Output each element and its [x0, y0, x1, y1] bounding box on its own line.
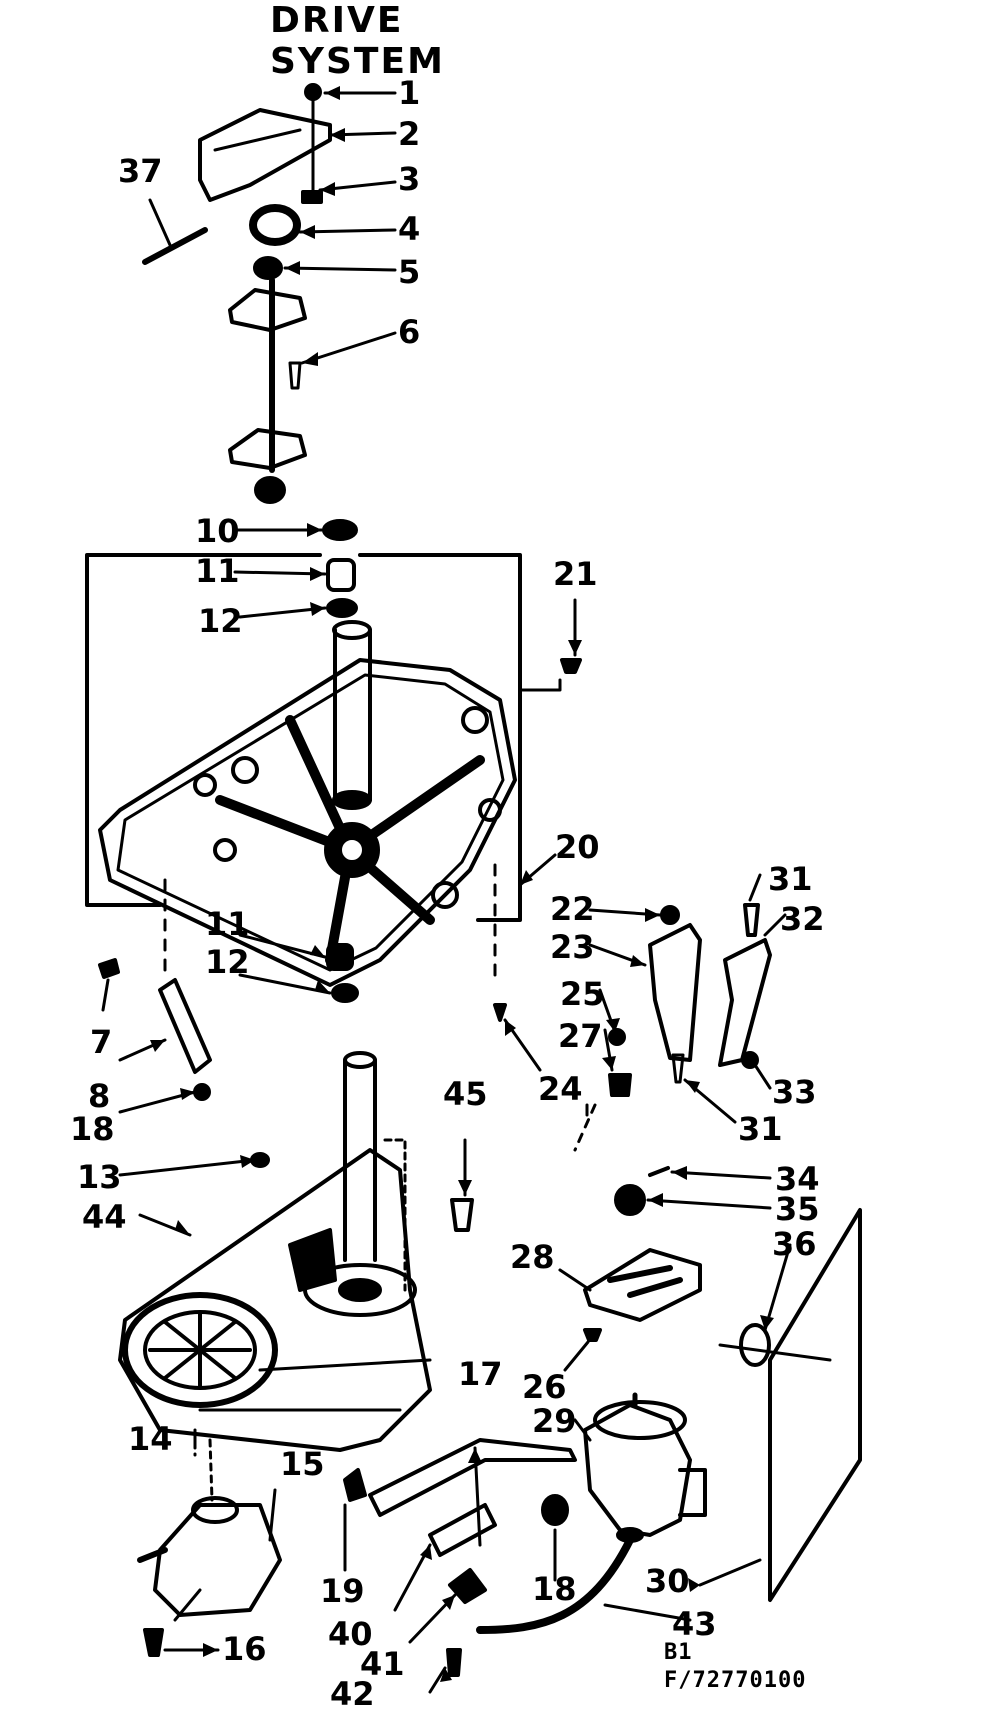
callout-label: 36	[772, 1225, 817, 1263]
callout-label: 43	[672, 1605, 717, 1643]
callout-label: 18	[70, 1110, 115, 1148]
part-25-washer	[608, 1028, 626, 1046]
callout-label: 41	[360, 1645, 405, 1683]
part-42-screw	[446, 1648, 462, 1677]
callout-label: 5	[398, 253, 420, 291]
callout-label: 7	[90, 1023, 112, 1061]
callout-label: 1	[398, 74, 420, 112]
part-31b-screw	[671, 1053, 685, 1084]
part-18-nut	[193, 1083, 211, 1101]
callout-label: 14	[128, 1420, 173, 1458]
part-4-ring	[249, 204, 301, 246]
part-27-nut	[608, 1073, 632, 1097]
callout-label: 24	[538, 1070, 583, 1108]
callout-label: 37	[118, 152, 163, 190]
callout-labels: 1 2 3 4 5 6 37 10 11 12 21 20 11 12 7 8 …	[70, 74, 825, 1711]
callout-label: 34	[775, 1160, 820, 1198]
part-7-pin	[98, 958, 120, 979]
callout-label: 42	[330, 1675, 375, 1711]
part-28-switch	[583, 1248, 702, 1322]
part-1-nut	[304, 83, 322, 101]
part-18b-nut	[541, 1494, 569, 1526]
callout-label: 44	[82, 1198, 127, 1236]
callout-label: 32	[780, 900, 825, 938]
part-5-collar	[253, 256, 283, 280]
callout-label: 3	[398, 160, 420, 198]
callout-label: 28	[510, 1238, 555, 1276]
callout-label: 19	[320, 1572, 365, 1610]
callout-label: 2	[398, 115, 420, 153]
callout-label: 10	[195, 512, 240, 550]
callout-label: 6	[398, 313, 420, 351]
part-29-motor	[583, 1403, 692, 1537]
callout-label: 11	[205, 905, 250, 943]
figure-code-line2: F/72770100	[664, 1668, 807, 1693]
callout-label: 33	[772, 1073, 817, 1111]
callout-label: 16	[222, 1630, 267, 1668]
part-15-pump	[153, 1503, 282, 1617]
part-16-screw	[143, 1628, 164, 1657]
callout-label: 31	[768, 860, 813, 898]
callout-label: 40	[328, 1615, 373, 1653]
part-32-bracket	[718, 938, 772, 1067]
part-23-bracket	[648, 923, 702, 1062]
callout-label: 4	[398, 210, 420, 248]
callout-label: 26	[522, 1368, 567, 1406]
callout-label: 45	[443, 1075, 488, 1113]
part-8-bracket	[158, 978, 212, 1074]
part-11b-bushing	[326, 943, 354, 971]
callout-label: 31	[738, 1110, 783, 1148]
callout-label: 21	[553, 555, 598, 593]
callout-label: 12	[205, 943, 250, 981]
part-30-panel	[768, 1208, 862, 1602]
callout-label: 15	[280, 1445, 325, 1483]
callout-label: 8	[88, 1077, 110, 1115]
part-10-nut	[322, 519, 358, 541]
callout-label: 35	[775, 1190, 820, 1228]
part-41-clamp	[448, 1568, 487, 1604]
part-12-washer	[326, 598, 358, 618]
callout-label: 23	[550, 928, 595, 966]
part-19-plug	[343, 1468, 367, 1502]
part-6-screw	[288, 361, 302, 390]
part-34-pin	[648, 1166, 670, 1177]
part-45-screw	[450, 1198, 474, 1232]
part-21-clip	[560, 658, 582, 674]
part-40-coupling	[428, 1503, 497, 1557]
callout-label: 25	[560, 975, 605, 1013]
part-22-nut	[660, 905, 680, 925]
callout-label: 12	[198, 602, 243, 640]
callout-label: 11	[195, 552, 240, 590]
part-35-pulley	[614, 1184, 646, 1216]
part-24-clip	[493, 1003, 507, 1022]
callout-label: 30	[645, 1562, 690, 1600]
callout-label: 18	[532, 1570, 577, 1608]
callout-label: 17	[458, 1355, 503, 1393]
part-26-clip	[583, 1328, 602, 1342]
page-title: DRIVE SYSTEM	[270, 0, 445, 82]
part-31-screw	[743, 903, 760, 937]
callout-label: 22	[550, 890, 595, 928]
part-17-lever	[368, 1438, 577, 1517]
figure-code-line1: B1	[664, 1640, 693, 1665]
part-2-bracket	[198, 108, 332, 202]
callout-label: 13	[77, 1158, 122, 1196]
part-33-nut	[741, 1051, 759, 1069]
group-bracket	[85, 553, 522, 922]
callout-label: 20	[555, 828, 600, 866]
callout-label: 27	[558, 1017, 603, 1055]
part-20-base-plate	[98, 658, 517, 987]
callout-label: 29	[532, 1402, 577, 1440]
part-37-pin	[142, 227, 208, 265]
part-44-transmission	[118, 1148, 432, 1452]
part-36-grommet	[739, 1323, 771, 1367]
part-11-bushing	[326, 558, 356, 592]
part-43-hose	[476, 1536, 634, 1634]
part-12b-washer	[331, 983, 359, 1003]
